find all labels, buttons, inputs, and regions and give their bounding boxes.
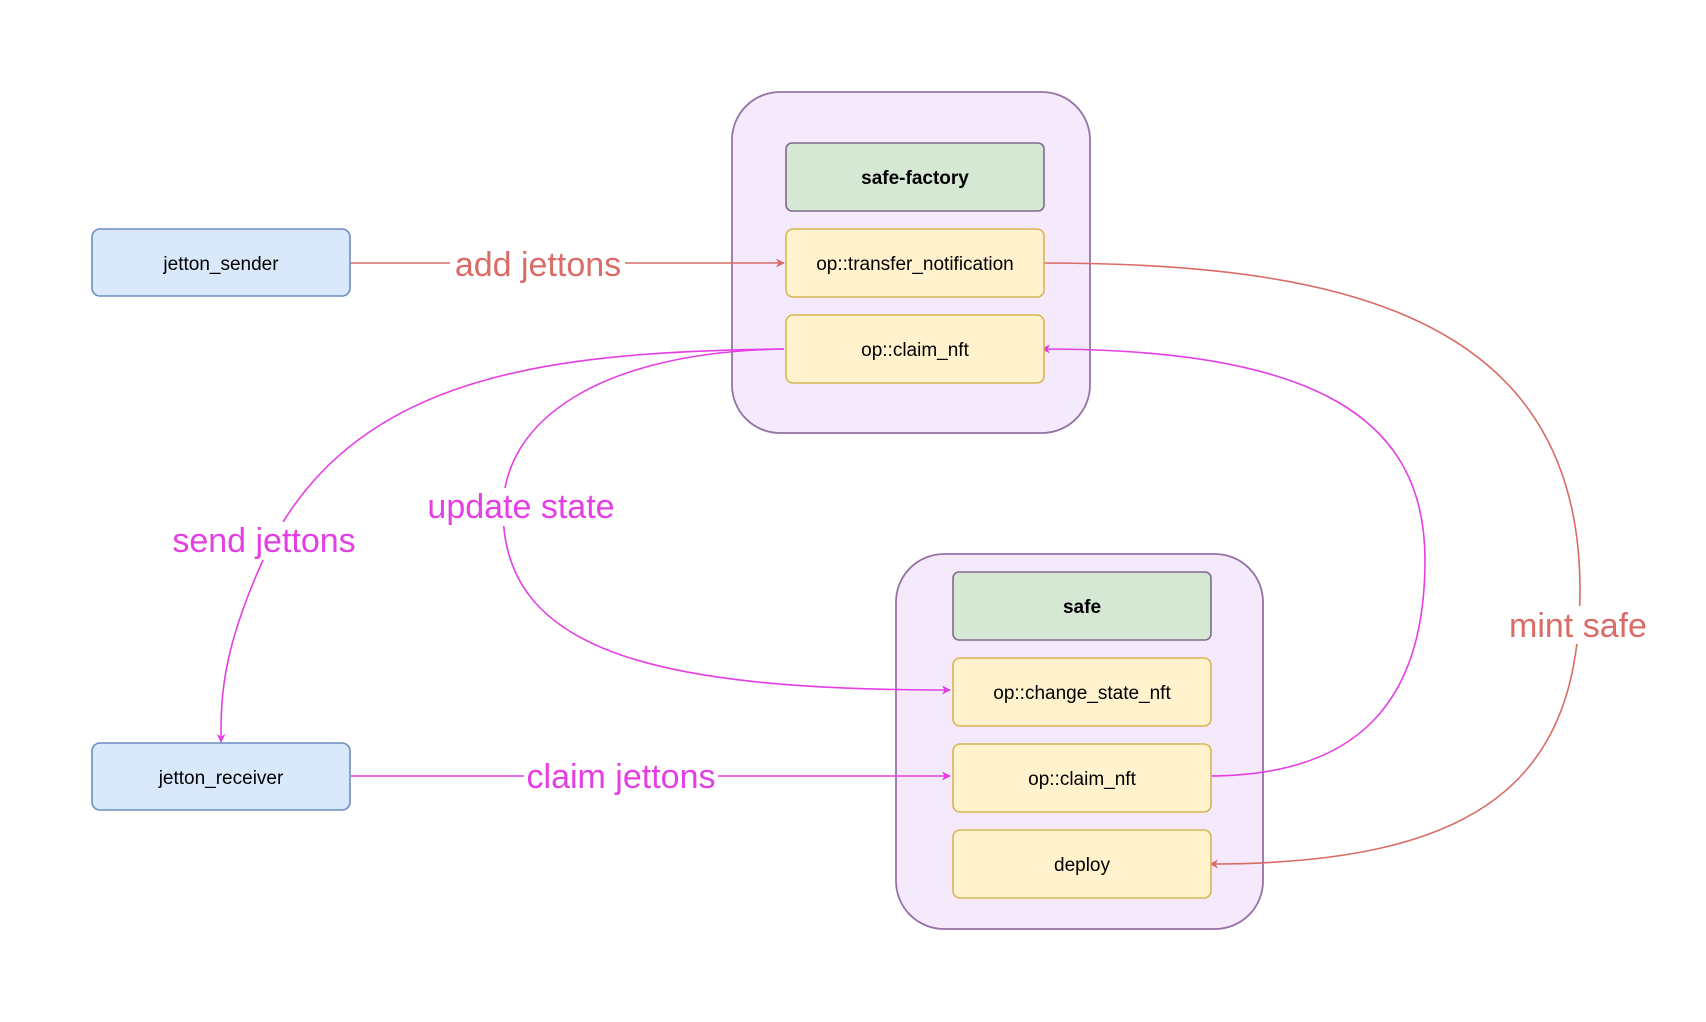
label-bg-add-jettons (450, 244, 625, 282)
label-bg-send-jettons (168, 522, 358, 560)
node-factory-claim-nft[interactable]: op::claim_nft (785, 314, 1045, 384)
edge-mint-safe[interactable] (1039, 262, 1581, 869)
node-factory-transfer-notification[interactable]: op::transfer_notification (785, 228, 1045, 298)
edge-send-jettons[interactable] (216, 348, 785, 743)
label-bg-claim-jettons (524, 758, 718, 796)
node-jetton-sender[interactable]: jetton_sender (91, 228, 351, 297)
safe-title-label: safe (1063, 597, 1101, 618)
node-safe-deploy[interactable]: deploy (952, 829, 1212, 899)
node-safe-claim-nft[interactable]: op::claim_nft (952, 743, 1212, 813)
safe-claim-nft-label: op::claim_nft (1028, 769, 1136, 790)
edge-label-update-state: update state (427, 488, 614, 526)
node-jetton-sender-label: jetton_sender (162, 254, 279, 275)
factory-claim-nft-label: op::claim_nft (861, 340, 969, 361)
edge-label-add-jettons: add jettons (455, 246, 621, 284)
edge-label-send-jettons: send jettons (172, 522, 355, 560)
node-safe-factory-title[interactable]: safe-factory (785, 142, 1045, 212)
node-safe-change-state-nft[interactable]: op::change_state_nft (952, 657, 1212, 727)
factory-transfer-notification-label: op::transfer_notification (816, 254, 1014, 275)
node-safe-title[interactable]: safe (952, 571, 1212, 641)
node-jetton-receiver-label: jetton_receiver (158, 768, 284, 789)
edge-label-mint-safe: mint safe (1509, 607, 1647, 645)
label-bg-mint-safe (1505, 606, 1655, 644)
edge-claim-nft-return[interactable] (1041, 344, 1426, 777)
safe-factory-title-label: safe-factory (861, 168, 969, 189)
node-jetton-receiver[interactable]: jetton_receiver (91, 742, 351, 811)
safe-deploy-label: deploy (1054, 855, 1110, 876)
label-bg-update-state (422, 488, 622, 526)
edge-label-claim-jettons: claim jettons (527, 758, 716, 796)
safe-change-state-nft-label: op::change_state_nft (993, 683, 1171, 704)
edge-update-state[interactable] (502, 348, 951, 695)
